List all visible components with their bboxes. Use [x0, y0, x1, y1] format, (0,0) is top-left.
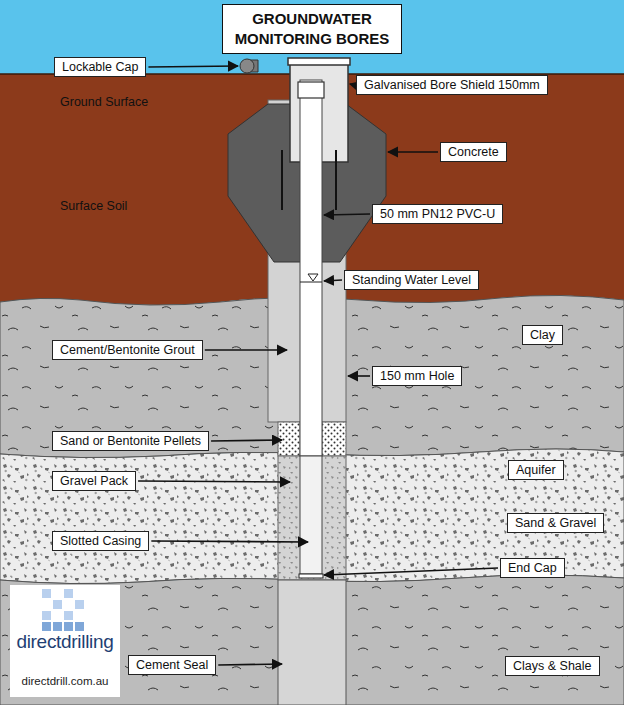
water-level-symbol — [308, 274, 318, 281]
pellets-right — [322, 422, 346, 456]
callout-text: End Cap — [508, 561, 557, 575]
callout-text: Concrete — [448, 145, 499, 159]
logo-square — [75, 600, 84, 609]
pellets-left — [278, 422, 300, 456]
leader-arrow — [218, 664, 282, 665]
leader-arrow — [324, 568, 498, 575]
title-box: GROUNDWATER MONITORING BORES — [222, 4, 402, 54]
leader-arrow — [148, 66, 238, 67]
callout-text: Clay — [530, 328, 555, 342]
gravel-pack — [278, 456, 346, 580]
cement-seal — [278, 580, 346, 705]
leader-arrow — [348, 375, 370, 377]
callout-box: Concrete — [440, 142, 507, 162]
leader-arrow — [324, 280, 342, 281]
shale-texture — [0, 575, 624, 705]
callout-text: 50 mm PN12 PVC-U — [380, 207, 495, 221]
leader-arrow — [388, 151, 438, 153]
callout-box: Clays & Shale — [505, 656, 600, 676]
callout-text: Gravel Pack — [60, 474, 128, 488]
aquifer-layer — [0, 449, 624, 584]
shield-rod — [281, 150, 283, 210]
callout-box: Gravel Pack — [52, 471, 136, 491]
callout-text: Sand & Gravel — [515, 516, 596, 530]
logo-square — [64, 611, 73, 620]
callout-text: Sand or Bentonite Pellets — [60, 434, 201, 448]
logo-square — [42, 589, 51, 598]
layer-label: Surface Soil — [60, 199, 127, 213]
logo-square — [53, 622, 62, 631]
callout-text: Clays & Shale — [513, 659, 592, 673]
leader-arrow — [211, 440, 282, 441]
sky — [0, 0, 624, 75]
logo-square — [53, 600, 62, 609]
callout-text: Cement Seal — [136, 658, 208, 672]
callout-box: Galvanised Bore Shield 150mm — [356, 75, 548, 95]
leader-arrow — [350, 84, 354, 85]
pipe-cap — [298, 82, 324, 98]
callout-box: Sand & Gravel — [507, 513, 604, 533]
logo-text: directdrill.com.au — [12, 675, 118, 687]
logo-square — [75, 622, 84, 631]
layer-label: Ground Surface — [60, 95, 148, 109]
leader-arrow — [205, 349, 287, 351]
callout-text: Galvanised Bore Shield 150mm — [364, 78, 540, 92]
callout-box: Aquifer — [508, 460, 564, 480]
callout-box: 150 mm Hole — [372, 366, 462, 386]
logo-grid — [12, 587, 118, 633]
shield-rod — [335, 150, 337, 210]
callout-box: 50 mm PN12 PVC-U — [372, 204, 503, 224]
logo-square — [42, 611, 51, 620]
callout-box: Slotted Casing — [52, 531, 149, 551]
logo-square — [64, 589, 73, 598]
callout-text: Lockable Cap — [62, 60, 138, 74]
callout-text: Aquifer — [516, 463, 556, 477]
callout-box: Standing Water Level — [344, 270, 479, 290]
leader-arrow — [324, 214, 370, 215]
shield-lid — [288, 58, 350, 65]
leader-arrow — [151, 541, 308, 542]
pvc-pipe — [300, 80, 322, 456]
callout-box: Lockable Cap — [54, 57, 146, 77]
logo-square — [42, 622, 51, 631]
callout-text: Slotted Casing — [60, 534, 141, 548]
callout-text: 150 mm Hole — [380, 369, 454, 383]
logo-box: directdrilling directdrill.com.au — [10, 585, 120, 697]
callout-box: Clay — [522, 325, 563, 345]
callout-box: Cement Seal — [128, 655, 216, 675]
lock — [240, 59, 254, 73]
leader-arrow — [138, 481, 290, 482]
slotted-casing — [300, 456, 322, 574]
callout-box: End Cap — [500, 558, 565, 578]
shale-layer — [0, 575, 624, 705]
callout-box: Cement/Bentonite Grout — [52, 340, 203, 360]
end-cap — [299, 574, 323, 578]
callout-text: Cement/Bentonite Grout — [60, 343, 195, 357]
callout-box: Sand or Bentonite Pellets — [52, 431, 209, 451]
logo-text: directdrilling — [12, 631, 118, 653]
logo-square — [64, 622, 73, 631]
callout-text: Standing Water Level — [352, 273, 471, 287]
water-level-line — [300, 282, 322, 283]
